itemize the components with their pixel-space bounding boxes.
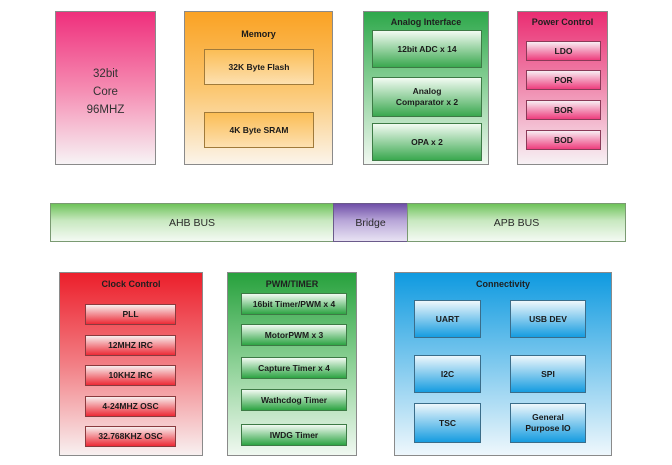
core-block: 32bit Core 96MHZ <box>55 11 156 165</box>
clock-item-10khz-irc: 10KHZ IRC <box>85 365 176 386</box>
power-control-block: Power Control LDO POR BOR BOD <box>517 11 608 165</box>
memory-block: Memory 32K Byte Flash 4K Byte SRAM <box>184 11 333 165</box>
pwm-timer-title: PWM/TIMER <box>265 279 319 289</box>
analog-interface-title: Analog Interface <box>390 17 462 27</box>
pwm-item-motor-pwm: MotorPWM x 3 <box>241 324 347 346</box>
memory-item-sram: 4K Byte SRAM <box>204 112 314 148</box>
connectivity-item-uart: UART <box>414 300 481 338</box>
core-name: Core <box>93 85 118 98</box>
ahb-bus: AHB BUS <box>50 203 334 242</box>
power-item-ldo: LDO <box>526 41 601 61</box>
pwm-item-iwdg-timer: IWDG Timer <box>241 424 347 446</box>
power-item-por: POR <box>526 70 601 90</box>
pwm-item-capture-timer: Capture Timer x 4 <box>241 357 347 379</box>
analog-item-opa: OPA x 2 <box>372 123 482 161</box>
bridge: Bridge <box>333 203 408 242</box>
power-item-bod: BOD <box>526 130 601 150</box>
pwm-timer-block: PWM/TIMER 16bit Timer/PWM x 4 MotorPWM x… <box>227 272 357 456</box>
analog-interface-block: Analog Interface 12bit ADC x 14 Analog C… <box>363 11 489 165</box>
power-control-title: Power Control <box>531 17 594 27</box>
core-bits: 32bit <box>93 68 118 80</box>
connectivity-block: Connectivity UART USB DEV I2C SPI TSC Ge… <box>394 272 612 456</box>
pwm-item-watchdog-timer: Wathcdog Timer <box>241 389 347 411</box>
apb-bus-label: APB BUS <box>493 216 540 229</box>
clock-item-pll: PLL <box>85 304 176 325</box>
power-item-bor: BOR <box>526 100 601 120</box>
connectivity-item-spi: SPI <box>510 355 586 393</box>
memory-title: Memory <box>241 29 276 39</box>
clock-item-osc: 4-24MHZ OSC <box>85 396 176 417</box>
pwm-item-16bit-timer: 16bit Timer/PWM x 4 <box>241 293 347 315</box>
analog-item-comparator: Analog Comparator x 2 <box>372 77 482 117</box>
clock-item-32khz-osc: 32.768KHZ OSC <box>85 426 176 447</box>
core-frequency: 96MHZ <box>86 103 125 116</box>
memory-item-flash: 32K Byte Flash <box>204 49 314 85</box>
connectivity-item-usb-dev: USB DEV <box>510 300 586 338</box>
clock-item-12mhz-irc: 12MHZ IRC <box>85 335 176 356</box>
bridge-label: Bridge <box>355 216 386 229</box>
connectivity-item-i2c: I2C <box>414 355 481 393</box>
analog-item-adc: 12bit ADC x 14 <box>372 30 482 68</box>
connectivity-title: Connectivity <box>475 279 530 289</box>
clock-control-block: Clock Control PLL 12MHZ IRC 10KHZ IRC 4-… <box>59 272 203 456</box>
ahb-bus-label: AHB BUS <box>168 216 216 229</box>
connectivity-item-gpio: General Purpose IO <box>510 403 586 443</box>
connectivity-item-tsc: TSC <box>414 403 481 443</box>
clock-control-title: Clock Control <box>101 279 161 289</box>
core-label: 32bit Core 96MHZ <box>56 66 155 119</box>
apb-bus: APB BUS <box>407 203 626 242</box>
